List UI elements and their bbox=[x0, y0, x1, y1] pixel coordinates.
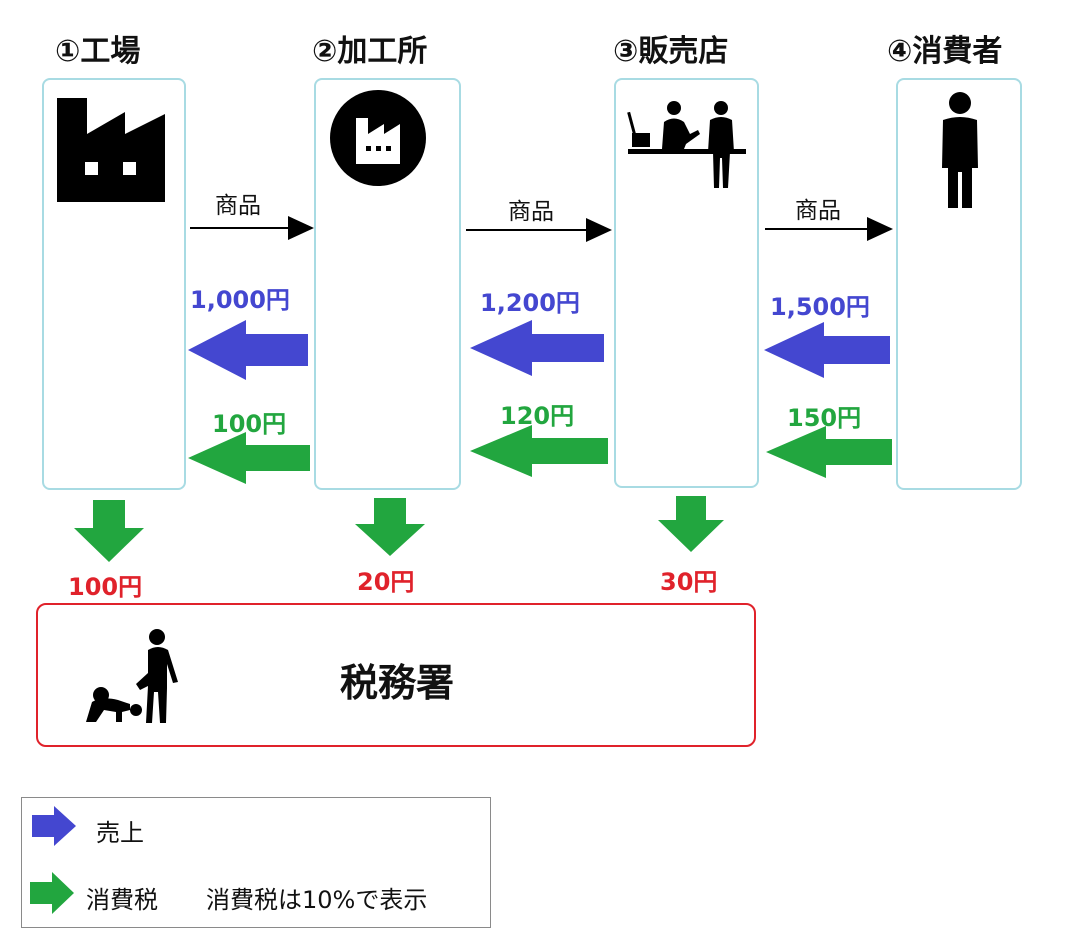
goods-arrow-3 bbox=[765, 217, 893, 241]
tax-payment-arrow-2 bbox=[355, 498, 425, 556]
tax-amount-1: 100円 bbox=[212, 410, 287, 438]
tax-payment-arrow-3 bbox=[658, 496, 724, 552]
goods-label-1: 商品 bbox=[215, 193, 261, 219]
tax-payment-2: 20円 bbox=[357, 568, 415, 596]
shop-counter-icon bbox=[627, 101, 746, 188]
tax-payment-3: 30円 bbox=[660, 568, 718, 596]
tax-amount-2: 120円 bbox=[500, 402, 575, 430]
factory-icon bbox=[57, 98, 165, 202]
processor-title: ②加工所 bbox=[312, 34, 428, 69]
tax-office-label: 税務署 bbox=[340, 661, 455, 705]
kneeling-people-icon bbox=[86, 629, 178, 723]
legend-tax-label: 消費税 bbox=[86, 886, 158, 914]
sales-arrow-1 bbox=[188, 320, 308, 380]
goods-arrow-1 bbox=[190, 216, 314, 240]
sales-arrow-3 bbox=[764, 322, 890, 378]
retailer-title: ③販売店 bbox=[613, 34, 729, 69]
person-icon bbox=[942, 92, 978, 208]
goods-label-3: 商品 bbox=[795, 198, 841, 224]
goods-label-2: 商品 bbox=[508, 199, 554, 225]
sales-amount-1: 1,000円 bbox=[190, 286, 290, 314]
tax-arrow-2 bbox=[470, 425, 608, 477]
consumer-box bbox=[896, 78, 1022, 490]
legend-sales-arrow-icon bbox=[32, 806, 76, 846]
tax-arrow-3 bbox=[766, 426, 892, 478]
sales-amount-3: 1,500円 bbox=[770, 293, 870, 321]
legend-sales-label: 売上 bbox=[96, 819, 144, 847]
sales-arrow-2 bbox=[470, 320, 604, 376]
factory-title: ①工場 bbox=[55, 34, 141, 69]
processing-plant-icon bbox=[330, 90, 426, 186]
tax-payment-1: 100円 bbox=[68, 573, 143, 601]
legend-tax-note: 消費税は10%で表示 bbox=[206, 886, 428, 914]
legend-box bbox=[21, 797, 491, 928]
tax-arrow-1 bbox=[188, 432, 310, 484]
legend-tax-arrow-icon bbox=[30, 872, 74, 914]
consumer-title: ④消費者 bbox=[887, 34, 1003, 69]
sales-amount-2: 1,200円 bbox=[480, 289, 580, 317]
tax-office-box bbox=[36, 603, 756, 747]
goods-arrow-2 bbox=[466, 218, 612, 242]
tax-payment-arrow-1 bbox=[74, 500, 144, 562]
